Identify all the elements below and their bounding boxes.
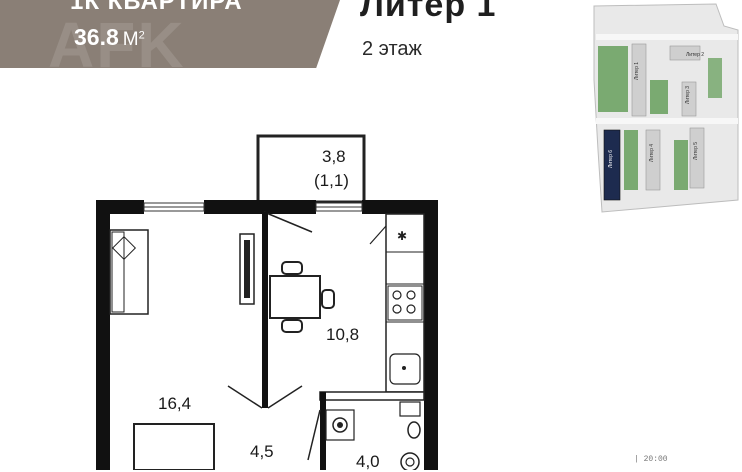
area-unit: М xyxy=(122,29,139,50)
toilet-icon xyxy=(400,452,420,470)
watermark-logo: AFK xyxy=(48,9,186,81)
building-block xyxy=(689,127,705,189)
building-block xyxy=(645,129,661,191)
fridge-icon: ✱ xyxy=(397,229,407,243)
sink-icon xyxy=(389,353,421,385)
balcony-area: 3,8 xyxy=(322,147,346,166)
stove-icon xyxy=(387,285,423,321)
tv-icon xyxy=(244,240,250,298)
site-label-5: Литер 5 xyxy=(693,142,699,160)
cushion-icon xyxy=(111,235,137,261)
wall-partition xyxy=(262,212,268,408)
wall-right xyxy=(424,200,438,470)
site-road xyxy=(596,34,738,40)
balcony-area-reduced: (1,1) xyxy=(314,171,349,190)
wall-left xyxy=(96,200,110,470)
wall-top-middle xyxy=(204,200,316,214)
site-label-1: Литер 1 xyxy=(634,62,640,80)
greenery xyxy=(624,130,638,190)
wall-bathroom-left xyxy=(320,392,326,470)
site-label-4: Литер 4 xyxy=(649,144,655,162)
time-stamp: | 20:00 xyxy=(634,455,668,464)
building-block xyxy=(631,43,647,117)
floor-label: 2 этаж xyxy=(362,38,422,60)
area-unit-power: 2 xyxy=(138,29,145,42)
greenery xyxy=(708,58,722,98)
towel-rail-icon xyxy=(399,401,421,417)
hall-area: 4,5 xyxy=(250,442,274,461)
chair xyxy=(281,261,303,275)
living-room-area: 16,4 xyxy=(158,394,192,413)
bathroom-area: 4,0 xyxy=(356,452,380,471)
site-road xyxy=(596,118,738,124)
apartment-type: 1К КВАРТИРА xyxy=(70,0,243,15)
kitchen-counter xyxy=(385,213,425,393)
chair xyxy=(281,319,303,333)
door-swing xyxy=(267,385,303,409)
balcony-door xyxy=(263,211,313,233)
site-map[interactable]: Литер 1 Литер 2 Литер 3 Литер 4 Литер 5 … xyxy=(588,0,742,220)
greenery xyxy=(598,46,628,112)
door-swing xyxy=(227,385,263,409)
greenery xyxy=(650,80,668,114)
highlighted-building[interactable] xyxy=(603,129,621,201)
site-label-2: Литер 2 xyxy=(686,52,704,58)
chair xyxy=(321,289,335,309)
wall-bathroom xyxy=(319,391,425,401)
site-label-3: Литер 3 xyxy=(685,86,691,104)
door-swing xyxy=(307,409,321,461)
greenery xyxy=(674,140,688,190)
building-block xyxy=(669,45,701,61)
wall-top-right xyxy=(362,200,428,214)
sofa xyxy=(109,229,149,315)
wall-top-left xyxy=(96,200,144,214)
kitchen-area: 10,8 xyxy=(326,325,360,344)
dining-table xyxy=(269,275,321,319)
building-title: Литер 1 xyxy=(360,0,497,24)
building-block xyxy=(681,81,697,117)
balcony-outline xyxy=(256,134,366,204)
site-label-6: Литер 6 xyxy=(608,150,614,168)
washbasin-icon xyxy=(407,421,421,439)
area-value: 36.8 xyxy=(74,24,119,50)
bed xyxy=(133,423,215,470)
